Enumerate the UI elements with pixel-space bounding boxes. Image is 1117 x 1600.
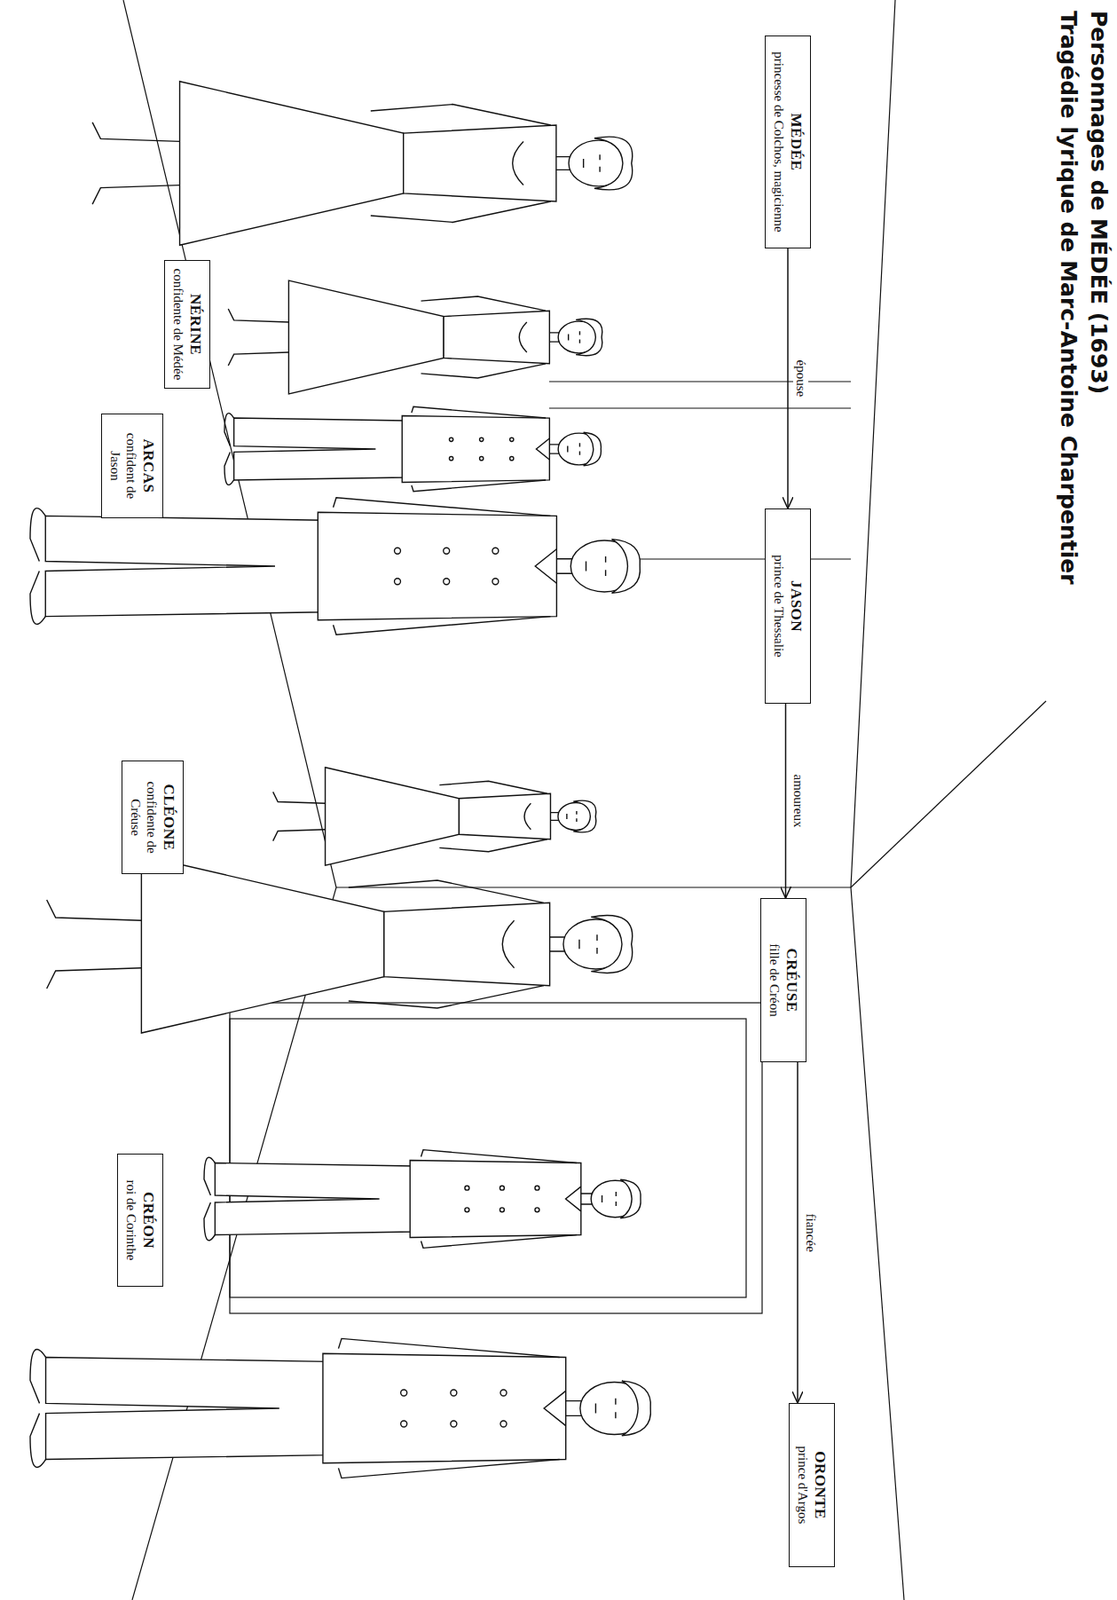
character-figures [30, 81, 651, 1479]
character-name: ARCAS [139, 421, 158, 511]
character-role: prince de Thessalie [770, 516, 787, 696]
character-name: CRÉON [139, 1161, 158, 1279]
character-box: JASONprince de Thessalie [764, 508, 811, 704]
character-role: roi de Corinthe [123, 1161, 140, 1279]
character-name: CLÉONE [159, 768, 178, 866]
character-box: MÉDÉEprincesse de Colchos, magicienne [764, 35, 811, 249]
character-role: confident de Jason [107, 421, 140, 511]
creuse-figure [47, 855, 633, 1033]
relation-label: amoureux [791, 771, 807, 831]
relation-label: fiancée [802, 1211, 819, 1255]
relation-label: épouse [793, 357, 809, 401]
character-role: prince d'Argos [794, 1410, 811, 1559]
character-box: ORONTEprince d'Argos [788, 1402, 835, 1567]
oronte-figure [30, 1337, 651, 1478]
nerine-figure [228, 280, 603, 394]
arcas-figure [224, 406, 601, 491]
character-box: CRÉONroi de Corinthe [117, 1153, 164, 1287]
character-box: NÉRINEconfidente de Médée [164, 259, 211, 389]
diagram-title: Personnages de MÉDÉE (1693) [1085, 10, 1112, 394]
character-box: CLÉONEconfidente de Créuse [121, 760, 184, 874]
character-role: princesse de Colchos, magicienne [770, 43, 787, 241]
character-box: ARCASconfident de Jason [101, 413, 164, 519]
character-name: MÉDÉE [786, 43, 805, 241]
character-name: ORONTE [810, 1410, 829, 1559]
character-name: CRÉUSE [782, 905, 801, 1055]
medee-figure [92, 81, 633, 246]
character-name: NÉRINE [186, 267, 205, 381]
subtitle: Tragédie lyrique de Marc-Antoine Charpen… [1055, 10, 1082, 585]
character-name: JASON [786, 516, 805, 696]
cleone-figure [273, 767, 597, 866]
creon-figure [204, 1149, 641, 1249]
character-role: confidente de Créuse [127, 768, 160, 866]
relation-arrow [786, 248, 789, 509]
character-role: fille de Créon [766, 905, 783, 1055]
character-box: CRÉUSEfille de Créon [760, 897, 807, 1062]
relation-arrow [785, 703, 787, 898]
character-role: confidente de Médée [170, 267, 187, 381]
relation-arrow [796, 1061, 799, 1403]
